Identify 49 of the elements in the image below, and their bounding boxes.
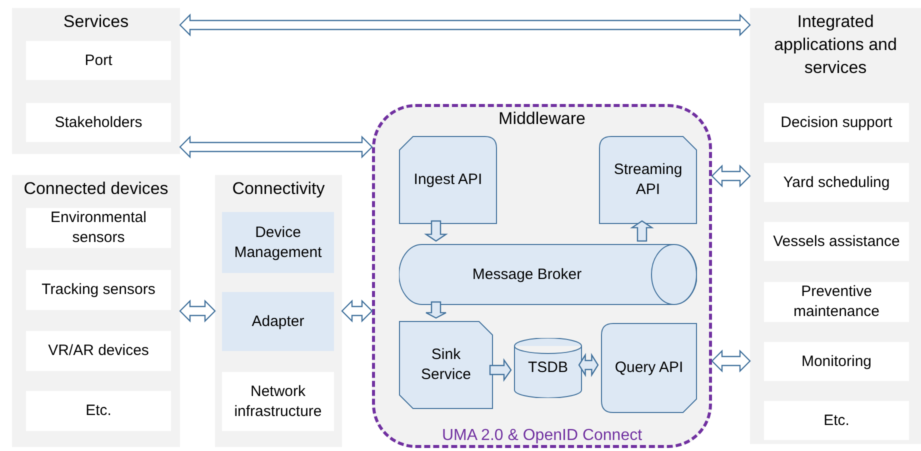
- box-label: Port: [84, 50, 114, 70]
- database-cylinder: [514, 338, 582, 398]
- box-label: Sink Service: [420, 345, 472, 385]
- box-label: Etc.: [822, 410, 850, 430]
- box-label: Ingest API: [412, 170, 484, 190]
- box-label: Adapter: [250, 312, 306, 332]
- block-arrow: [711, 164, 751, 188]
- block-arrow: [711, 350, 751, 372]
- box-label: Environmental sensors: [50, 208, 148, 248]
- box-label: TSDB: [526, 358, 569, 378]
- box-label: Monitoring: [800, 352, 873, 372]
- block-arrow: [179, 136, 373, 158]
- box-label: Stakeholders: [54, 112, 144, 132]
- panel-title: Connectivity: [231, 178, 326, 200]
- box-label: Network infrastructure: [233, 382, 323, 422]
- panel-title: Services: [62, 11, 130, 33]
- protocol-label: UMA 2.0 & OpenID Connect: [440, 426, 644, 446]
- box-label: Device Management: [233, 222, 323, 262]
- middleware-container: [372, 104, 712, 448]
- block-arrow: [578, 352, 599, 378]
- block-arrow: [630, 220, 654, 242]
- box-label: Etc.: [84, 401, 112, 421]
- box-label: Yard scheduling: [782, 172, 891, 192]
- box-label: Tracking sensors: [40, 280, 156, 300]
- block-arrow: [489, 358, 512, 382]
- box-label: Preventive maintenance: [792, 282, 880, 322]
- block-arrow: [179, 14, 751, 36]
- box-label: Message Broker: [471, 264, 583, 284]
- group-panel: [750, 8, 921, 444]
- api-box: [399, 136, 497, 224]
- block-arrow: [424, 220, 448, 242]
- api-box: [601, 323, 697, 413]
- box-label: VR/AR devices: [47, 341, 150, 361]
- block-arrow: [179, 300, 216, 322]
- group-panel: [12, 175, 180, 447]
- service-box: [399, 321, 493, 409]
- box-label: Streaming API: [612, 160, 684, 200]
- group-panel: [215, 175, 342, 447]
- box-label: Vessels assistance: [772, 232, 901, 252]
- panel-title: Middleware: [498, 108, 586, 130]
- api-box: [599, 136, 697, 224]
- block-arrow: [341, 300, 373, 322]
- panel-title: Integrated applications and services: [773, 11, 898, 79]
- block-arrow: [425, 301, 447, 319]
- box-label: Query API: [614, 358, 684, 378]
- message-broker-cylinder: [399, 244, 697, 305]
- box-label: Decision support: [780, 112, 894, 132]
- group-panel: [12, 8, 180, 154]
- panel-title: Connected devices: [22, 178, 170, 200]
